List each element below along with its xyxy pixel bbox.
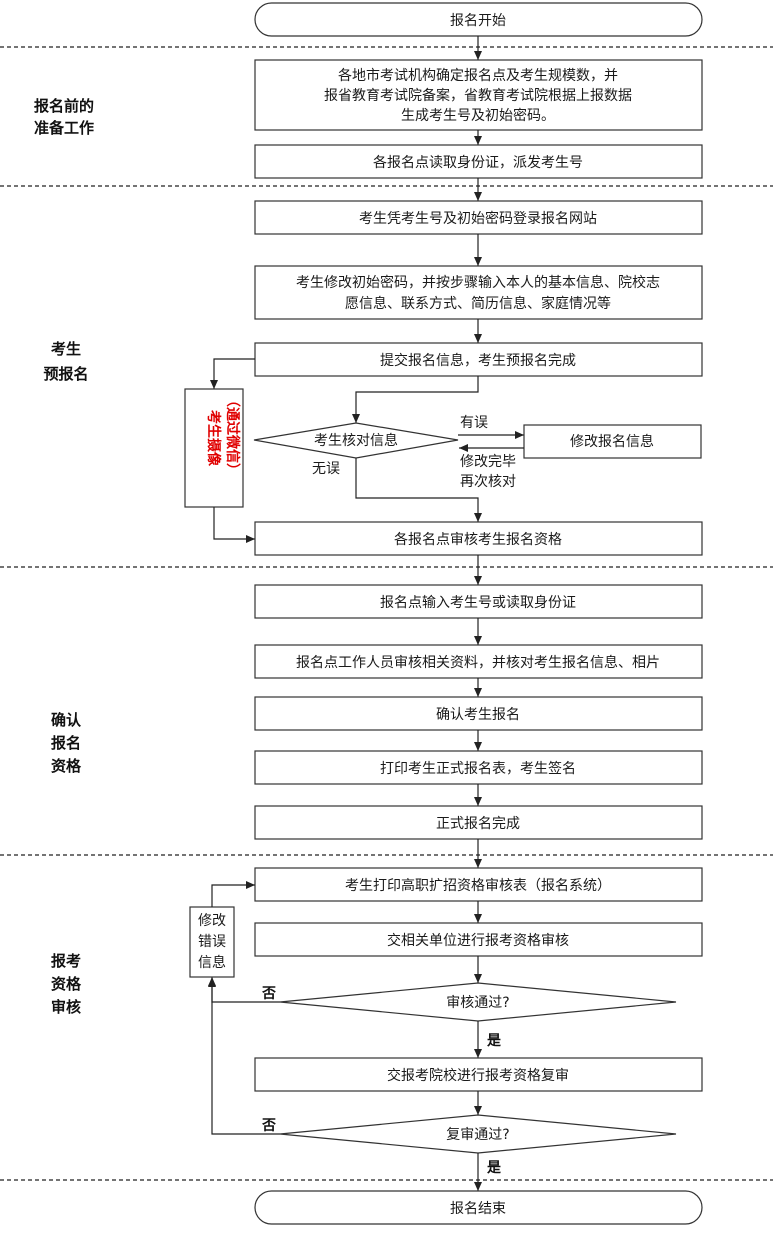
step-13-box xyxy=(254,922,703,957)
end-label: 报名结束 xyxy=(450,1201,506,1217)
step-8-label: 报名点工作人员审核相关资料，并核对考生报名信息、相片 xyxy=(296,654,660,671)
step-4-line1: 考生修改初始密码，并按步骤输入本人的基本信息、院校志 xyxy=(296,274,660,291)
review-decision xyxy=(279,982,677,1022)
fix-line2: 错误 xyxy=(198,934,226,950)
section-prereg-line1: 考生 xyxy=(51,340,81,358)
step-3-label: 考生凭考生号及初始密码登录报名网站 xyxy=(359,210,597,227)
check-decision-label: 考生核对信息 xyxy=(314,432,398,449)
step-12-box xyxy=(254,867,703,902)
step-7-label: 报名点输入考生号或读取身份证 xyxy=(380,594,576,611)
step-4-line2: 愿信息、联系方式、简历信息、家庭情况等 xyxy=(345,295,611,312)
yes-1-label: 是 xyxy=(487,1033,502,1049)
step-6-label: 各报名点审核考生报名资格 xyxy=(394,532,562,548)
step-12-label: 考生打印高职扩招资格审核表（报名系统） xyxy=(345,877,611,894)
photo-text-camera: 考生摄像 xyxy=(205,410,222,467)
step-9-label: 确认考生报名 xyxy=(436,707,520,723)
modified-line1: 修改完毕 xyxy=(460,454,516,470)
step-3-box xyxy=(254,200,703,235)
step-4-box xyxy=(254,265,703,320)
yes-2-label: 是 xyxy=(487,1160,502,1176)
modified-line2: 再次核对 xyxy=(460,474,516,490)
section-review-line3: 审核 xyxy=(51,998,81,1016)
step-9-box xyxy=(254,696,703,731)
re-review-decision xyxy=(279,1114,677,1154)
step-6-box xyxy=(254,521,703,556)
fix-line3: 信息 xyxy=(198,954,226,971)
section-confirm-line2: 报名 xyxy=(51,734,81,752)
step-1-line1: 各地市考试机构确定报名点及考生规模数，并 xyxy=(338,67,618,84)
review-decision-label: 审核通过? xyxy=(446,995,509,1011)
section-confirm-line3: 资格 xyxy=(51,757,82,775)
section-prereg-line2: 预报名 xyxy=(43,365,88,383)
section-prep-line1: 报名前的 xyxy=(34,97,94,115)
section-confirm-line1: 确认 xyxy=(51,711,82,729)
step-1-line2: 报省教育考试院备案，省教育考试院根据上报数据 xyxy=(324,87,632,104)
step-10-box xyxy=(254,750,703,785)
start-label: 报名开始 xyxy=(450,13,506,29)
step-1-line3: 生成考生号及初始密码。 xyxy=(401,107,555,124)
has-error-label: 有误 xyxy=(460,415,488,431)
check-decision xyxy=(253,422,459,459)
photo-vertical-text: （通过微信） 考生摄像 xyxy=(205,393,241,477)
fix-line1: 修改 xyxy=(198,913,226,929)
step-5-label: 提交报名信息，考生预报名完成 xyxy=(380,352,576,369)
step-1-box xyxy=(254,59,703,131)
photo-text-wechat: （通过微信） xyxy=(224,393,241,477)
no-error-label: 无误 xyxy=(312,461,340,477)
step-11-box xyxy=(254,805,703,840)
step-8-box xyxy=(254,644,703,679)
re-review-decision-label: 复审通过? xyxy=(446,1126,509,1143)
no-2-label: 否 xyxy=(261,1118,276,1134)
section-review-line1: 报考 xyxy=(51,952,81,970)
modify-box xyxy=(523,424,702,459)
step-14-box xyxy=(254,1057,703,1092)
step-14-label: 交报考院校进行报考资格复审 xyxy=(387,1067,569,1084)
step-11-label: 正式报名完成 xyxy=(436,816,520,832)
step-2-label: 各报名点读取身份证，派发考生号 xyxy=(373,154,583,171)
modify-label: 修改报名信息 xyxy=(570,433,654,450)
step-2-box xyxy=(254,144,703,179)
section-prep-line2: 准备工作 xyxy=(34,119,94,137)
section-review-line2: 资格 xyxy=(51,975,82,993)
step-10-label: 打印考生正式报名表，考生签名 xyxy=(380,760,576,777)
no-1-label: 否 xyxy=(261,986,276,1002)
step-13-label: 交相关单位进行报考资格审核 xyxy=(387,932,569,949)
fix-info-box xyxy=(189,906,235,978)
end-terminal xyxy=(254,1190,703,1225)
